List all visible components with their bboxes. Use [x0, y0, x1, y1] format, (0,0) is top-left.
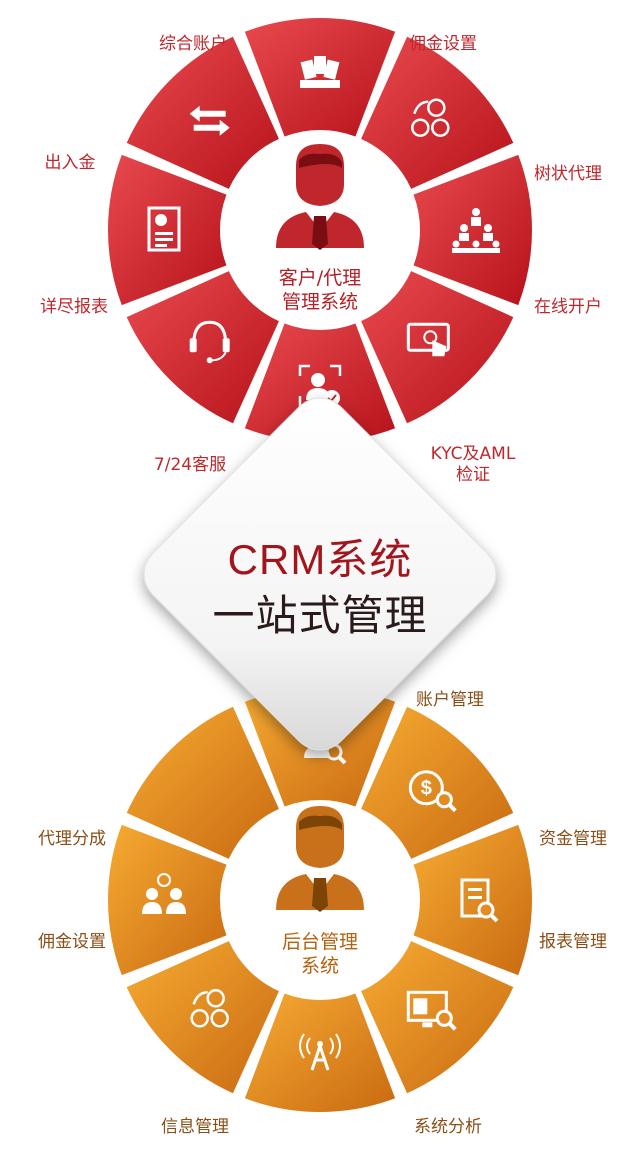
accounts-cards-icon	[300, 56, 340, 88]
label-customer-service: 7/24客服	[153, 455, 227, 475]
bottom-center-label-line1: 后台管理	[281, 931, 358, 953]
label-system-analysis: 系统分析	[414, 1117, 482, 1137]
label-consolidated-account: 综合账户	[159, 34, 227, 54]
online-open-touch-icon	[406, 322, 450, 357]
top-wheel	[108, 18, 532, 442]
headset-support-icon	[189, 320, 230, 364]
funds-search-icon: $	[408, 770, 457, 813]
top-center-label-line2: 管理系统	[281, 291, 358, 313]
topSegs-segment-1	[361, 36, 514, 189]
report-document-icon	[147, 206, 181, 252]
top-center-person-icon	[276, 144, 364, 250]
label-agent-tree: 树状代理	[534, 164, 602, 184]
label-commission-settings-backend: 佣金设置	[38, 932, 106, 952]
diamond-title: CRM系统 一站式管理	[150, 534, 490, 642]
label-agent-commission-share: 代理分成	[38, 829, 106, 849]
topSegs-segment-0	[244, 18, 396, 137]
topSegs-segment-6	[108, 154, 227, 306]
monitor-analysis-icon	[406, 990, 457, 1031]
transfer-arrows-icon	[189, 105, 230, 136]
title-one-stop-management: 一站式管理	[212, 592, 428, 639]
agent-tree-icon	[452, 208, 500, 253]
report-search-icon	[460, 878, 499, 923]
botSegs-segment-2	[413, 824, 532, 976]
agent-share-icon	[142, 873, 186, 914]
label-online-account-opening: 在线开户	[534, 297, 602, 317]
botSegs-segment-7	[126, 706, 279, 859]
label-report-management: 报表管理	[539, 932, 607, 952]
label-detailed-reports: 详尽报表	[40, 297, 108, 317]
label-commission-settings: 佣金设置	[409, 34, 477, 54]
topSegs-segment-5	[126, 271, 279, 424]
label-kyc-aml: KYC及AML	[430, 444, 516, 464]
center-diamond	[143, 397, 497, 751]
commission-cycle-icon	[411, 98, 450, 137]
broadcast-info-icon	[299, 1033, 341, 1071]
svg-text:$: $	[421, 778, 432, 800]
botSegs-segment-6	[108, 824, 227, 976]
label-account-management: 账户管理	[416, 690, 484, 710]
label-funds-management: 资金管理	[539, 829, 607, 849]
botSegs-segment-4	[244, 993, 396, 1112]
bottom-center-label-line2: 系统	[300, 955, 339, 977]
botSegs-segment-5	[126, 941, 279, 1094]
bottom-center-person-icon	[276, 806, 364, 912]
commission-cycle-icon	[190, 989, 229, 1028]
label-information-management: 信息管理	[161, 1117, 229, 1137]
label-deposit-withdrawal: 出入金	[44, 153, 96, 173]
botSegs-segment-1	[361, 706, 514, 859]
top-center-label-line1: 客户/代理	[278, 267, 362, 289]
label-kyc-aml-verify: 检证	[456, 465, 490, 485]
title-crm-system: CRM系统	[227, 536, 413, 583]
topSegs-segment-2	[413, 154, 532, 306]
